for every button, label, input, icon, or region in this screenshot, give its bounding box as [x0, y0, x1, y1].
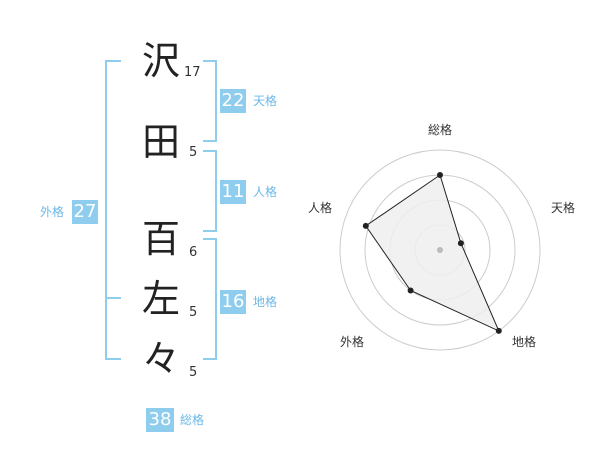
gaikaku-bracket-split — [105, 297, 121, 299]
radar-axis-label-chikaku: 地格 — [512, 334, 536, 349]
name-char-5: 々 — [141, 337, 180, 381]
gaikaku-label: 外格 — [40, 205, 65, 219]
stroke-count-2: 5 — [189, 145, 198, 160]
soukaku-value-badge: 38 — [146, 408, 174, 432]
radar-point-1 — [437, 172, 443, 178]
radar-shape — [365, 174, 500, 332]
tenkaku-bracket — [203, 60, 217, 142]
radar-axis-label-gaikaku: 外格 — [340, 334, 364, 349]
radar-point-4 — [407, 287, 414, 294]
name-char-1: 沢 — [141, 39, 180, 83]
radar-point-2 — [457, 240, 464, 247]
radar-ring — [339, 149, 541, 351]
radar-center-dot — [437, 247, 443, 253]
soukaku-label: 総格 — [180, 413, 205, 427]
stroke-count-3: 6 — [189, 245, 198, 260]
name-char-4: 左 — [141, 277, 180, 321]
stroke-count-5: 5 — [189, 365, 198, 380]
radar-points — [362, 172, 502, 334]
stroke-count-1: 17 — [184, 65, 201, 80]
chikaku-bracket — [203, 238, 217, 360]
jinkaku-value-badge: 11 — [220, 180, 246, 204]
tenkaku-value-badge: 22 — [220, 89, 246, 113]
chikaku-label: 地格 — [253, 295, 278, 309]
radar-axis-label-tenkaku: 天格 — [551, 200, 575, 215]
jinkaku-label: 人格 — [253, 185, 278, 199]
gaikaku-value-badge: 27 — [72, 200, 98, 224]
stroke-count-4: 5 — [189, 305, 198, 320]
tenkaku-label: 天格 — [253, 94, 278, 108]
radar-point-3 — [495, 327, 502, 334]
radar-axis-label-soukaku: 総格 — [428, 122, 452, 137]
gaikaku-bracket — [105, 60, 121, 360]
jinkaku-bracket — [203, 150, 217, 232]
radar-axis-label-jinkaku: 人格 — [308, 200, 332, 215]
chikaku-value-badge: 16 — [220, 290, 246, 314]
name-char-2: 田 — [141, 120, 180, 164]
radar-point-5 — [362, 222, 369, 229]
name-char-3: 百 — [141, 217, 180, 261]
